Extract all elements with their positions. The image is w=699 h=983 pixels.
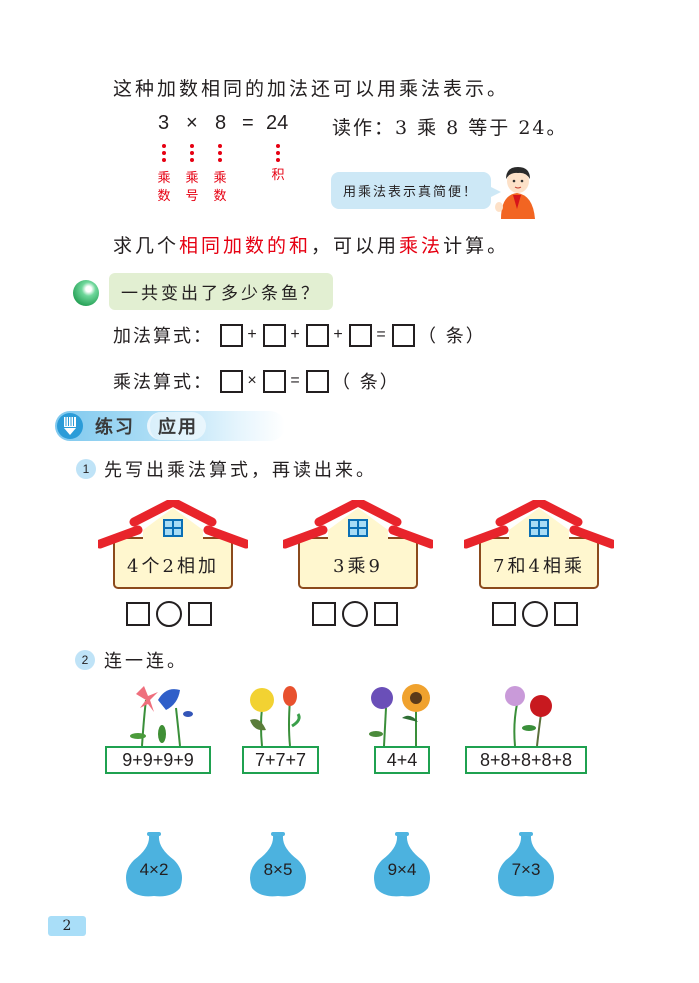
addition-card[interactable]: 9+9+9+9 (105, 746, 211, 774)
times-sign: × (186, 112, 198, 134)
question-box: 一共变出了多少条鱼？ (109, 273, 333, 310)
vase[interactable]: 4×2 (122, 832, 186, 898)
vase[interactable]: 9×4 (370, 832, 434, 898)
addition-formula: 加法算式： + + + = （ 条） (113, 322, 486, 348)
green-ball-icon (73, 280, 99, 306)
answer-blank[interactable] (306, 369, 329, 393)
exercise-number: 1 (76, 459, 96, 479)
flower-illustration-carnation-rose (497, 684, 559, 747)
flower-illustration-chrysanthemum-tulip (240, 686, 310, 747)
answer-blank[interactable] (188, 602, 212, 626)
label-factor-2: 乘 数 (213, 171, 227, 204)
answer-row (126, 601, 212, 627)
equation-reading: 读作：3 乘 8 等于 24。 (332, 117, 568, 139)
vase[interactable]: 8×5 (246, 832, 310, 898)
answer-row (312, 601, 398, 627)
answer-blank[interactable] (126, 602, 150, 626)
exercise-instruction: 先写出乘法算式，再读出来。 (104, 460, 377, 481)
answer-blank[interactable] (392, 323, 415, 347)
page-number: 2 (48, 916, 86, 936)
answer-blank[interactable] (263, 369, 286, 393)
answer-blank[interactable] (554, 602, 578, 626)
house-label: 7和4相乘 (493, 556, 585, 577)
dotted-pointer (218, 144, 222, 165)
flower-illustration-bellflower-sunflower (366, 684, 436, 747)
highlight-same-addends: 相同加数的和 (179, 235, 312, 257)
house-card: 3乘9 (283, 500, 433, 600)
dotted-pointer (162, 144, 166, 165)
answer-blank[interactable] (220, 369, 243, 393)
addition-card[interactable]: 8+8+8+8+8 (465, 746, 587, 774)
label-factor-1: 乘 数 (157, 171, 171, 204)
speech-bubble: 用乘法表示真简便！ (331, 172, 501, 209)
answer-blank[interactable] (374, 602, 398, 626)
intro-text: 这种加数相同的加法还可以用乘法表示。 (113, 78, 510, 100)
dotted-pointer (276, 144, 280, 165)
operator-blank[interactable] (342, 601, 368, 627)
vase[interactable]: 7×3 (494, 832, 558, 898)
house-label: 3乘9 (333, 556, 383, 577)
equals-sign: = (242, 112, 254, 134)
product: 24 (266, 112, 289, 134)
exercise-number: 2 (75, 650, 95, 670)
factor-2: 8 (215, 112, 227, 134)
flower-illustration-lily-morning-glory (118, 686, 198, 747)
operator-blank[interactable] (522, 601, 548, 627)
answer-blank[interactable] (492, 602, 516, 626)
answer-blank[interactable] (306, 323, 329, 347)
section-title-apply: 应用 (147, 412, 206, 440)
answer-blank[interactable] (312, 602, 336, 626)
dotted-pointer (190, 144, 194, 165)
answer-blank[interactable] (349, 323, 372, 347)
operator-blank[interactable] (156, 601, 182, 627)
addition-card[interactable]: 7+7+7 (242, 746, 319, 774)
label-product: 积 (271, 168, 285, 183)
answer-row (492, 601, 578, 627)
house-card: 4个2相加 (98, 500, 248, 600)
pencil-icon (57, 413, 83, 439)
boy-illustration (493, 163, 541, 219)
section-title-practice: 练习 (95, 417, 135, 438)
multiplication-formula: 乘法算式： × = （ 条） (113, 368, 400, 394)
factor-1: 3 (158, 112, 170, 134)
addition-card[interactable]: 4+4 (374, 746, 430, 774)
house-card: 7和4相乘 (464, 500, 614, 600)
label-sign: 乘 号 (185, 171, 199, 204)
answer-blank[interactable] (263, 323, 286, 347)
summary-text: 求几个相同加数的和，可以用乘法计算。 (113, 235, 510, 257)
highlight-multiplication: 乘法 (399, 235, 444, 257)
house-label: 4个2相加 (127, 556, 219, 577)
exercise-instruction: 连一连。 (104, 651, 188, 672)
answer-blank[interactable] (220, 323, 243, 347)
